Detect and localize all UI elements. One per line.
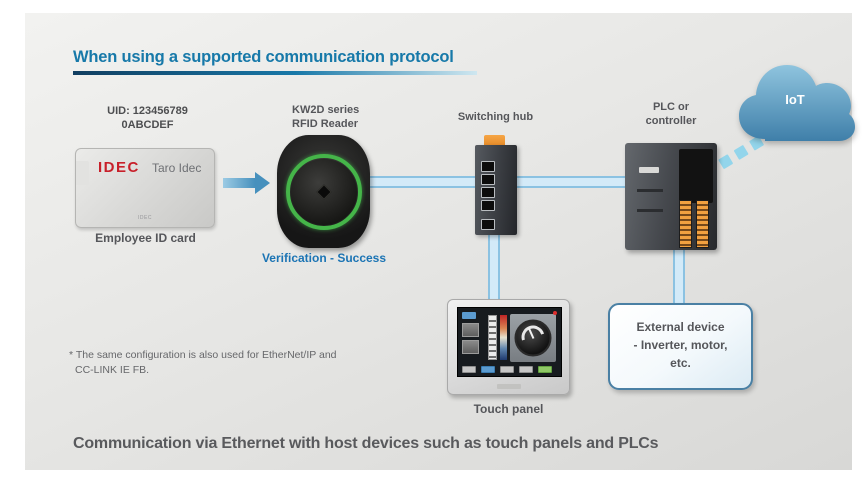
plc-label-line2: controller xyxy=(645,115,697,127)
reader-center-diamond xyxy=(315,183,332,200)
touch-panel-brand-mark xyxy=(496,384,521,389)
screen-red-indicator xyxy=(553,311,557,315)
hub-port xyxy=(481,174,495,185)
touch-panel-label: Touch panel xyxy=(473,402,544,416)
screen-gauge-panel xyxy=(510,314,556,362)
screen-thumbnail xyxy=(462,340,479,354)
external-device-line1: External device xyxy=(636,320,725,334)
ethernet-line-plc-to-external xyxy=(673,241,685,307)
section-title: When using a supported communication pro… xyxy=(73,48,454,66)
reader-lens xyxy=(290,158,357,225)
plc-device xyxy=(625,143,717,250)
screen-tick-column xyxy=(488,315,497,360)
plc-terminal-strip xyxy=(679,200,692,248)
plc-label-line1: PLC or xyxy=(652,101,690,113)
hub-body xyxy=(475,145,517,235)
switching-hub-device xyxy=(471,135,523,235)
hub-port xyxy=(481,200,495,211)
footnote: * The same configuration is also used fo… xyxy=(69,348,337,378)
plc-dark-panel xyxy=(679,149,713,203)
card-notch xyxy=(76,161,89,185)
arrow-head xyxy=(255,172,270,194)
reader-led-ring xyxy=(285,153,362,230)
screen-gradient-bar xyxy=(500,315,507,360)
card-small-print: IDEC xyxy=(138,215,152,221)
arrow-shaft xyxy=(223,178,255,188)
plc-label: PLC or controller xyxy=(621,100,721,128)
plc-slot xyxy=(637,209,663,212)
rfid-reader-label-line2: RFID Reader xyxy=(292,118,359,130)
idec-logo: IDEC xyxy=(98,159,140,176)
flow-arrow-icon xyxy=(223,172,271,194)
rfid-reader-label-line1: KW2D series xyxy=(292,104,360,116)
verification-status: Verification - Success xyxy=(261,251,387,265)
plc-terminal-strip xyxy=(696,200,709,248)
screen-thumbnail xyxy=(462,323,479,337)
bottom-caption: Communication via Ethernet with host dev… xyxy=(73,435,659,452)
title-underline xyxy=(73,71,477,75)
plc-slot xyxy=(639,167,659,173)
footnote-line1: * The same configuration is also used fo… xyxy=(69,349,337,361)
uid-line2: 0ABCDEF xyxy=(121,119,174,131)
plc-slot xyxy=(637,189,663,192)
screen-button-row xyxy=(462,366,560,373)
hub-port xyxy=(481,219,495,230)
hub-port xyxy=(481,161,495,172)
card-holder-name: Taro Idec xyxy=(152,161,202,175)
ethernet-line-horizontal xyxy=(365,176,670,188)
rfid-reader-label: KW2D series RFID Reader xyxy=(292,103,359,131)
uid-text: UID: 123456789 0ABCDEF xyxy=(80,104,215,132)
external-device-line2: - Inverter, motor, xyxy=(633,338,728,352)
iot-cloud-icon xyxy=(739,65,855,141)
footnote-line2: CC-LINK IE FB. xyxy=(75,364,150,376)
gauge-dial xyxy=(514,319,552,357)
uid-line1: UID: 123456789 xyxy=(107,105,188,117)
iot-cloud-label: IoT xyxy=(785,92,805,107)
rfid-reader-device xyxy=(277,135,370,248)
screen-blue-button xyxy=(462,312,476,319)
touch-panel-screen xyxy=(457,307,562,377)
employee-id-card-label: Employee ID card xyxy=(95,231,196,245)
diagram-panel: When using a supported communication pro… xyxy=(25,13,855,470)
external-device-box: External device - Inverter, motor, etc. xyxy=(608,303,753,390)
hub-port xyxy=(481,187,495,198)
external-device-line3: etc. xyxy=(670,356,691,370)
employee-id-card: IDEC Taro Idec IDEC xyxy=(75,148,215,228)
switching-hub-label: Switching hub xyxy=(457,111,534,123)
touch-panel-device xyxy=(447,299,570,395)
ethernet-line-hub-to-touchpanel xyxy=(488,221,500,305)
